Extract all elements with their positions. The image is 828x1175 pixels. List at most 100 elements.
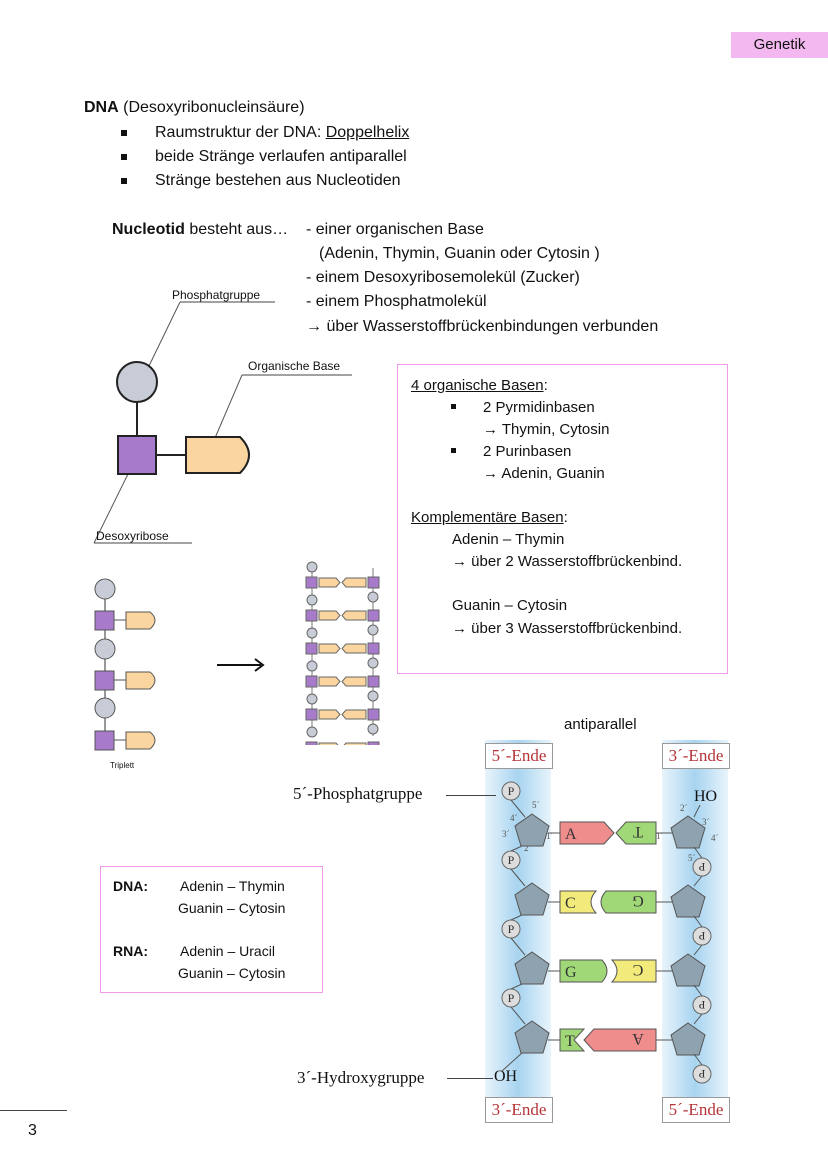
- basen-b2: 2 Purinbasen: [450, 443, 572, 460]
- sugar-square: [117, 435, 157, 475]
- base-letter-right: A: [632, 1030, 644, 1047]
- label-organische-base: Organische Base: [248, 359, 341, 373]
- small-phosphate-left: [306, 561, 318, 573]
- base-letter-right: G: [632, 892, 644, 909]
- basen-b2-sub: → Adenin, Guanin: [483, 465, 605, 482]
- sugar-left: [514, 813, 550, 847]
- small-phosphate-right: [367, 591, 379, 603]
- base-letter-right: C: [633, 961, 644, 978]
- nucleotid-bold: Nucleotid: [112, 221, 185, 238]
- rna-line-2: Guanin – Cytosin: [178, 965, 286, 981]
- small-base-right: [343, 742, 367, 745]
- arrow-icon: [217, 658, 265, 672]
- carbon-number-right: 4´: [711, 833, 719, 843]
- phosphate-p-right-text: P: [698, 860, 705, 874]
- small-base-left: [318, 742, 339, 745]
- nucleotide-diagram: [93, 301, 352, 544]
- small-sugar-left: [305, 609, 318, 622]
- small-sugar-right: [367, 609, 380, 622]
- sugar-left: [514, 882, 550, 916]
- nucleotid-rest: besteht aus…: [184, 221, 289, 238]
- sugar-left: [514, 951, 550, 985]
- base-left: [559, 1028, 586, 1052]
- carbon-number: 5´: [532, 800, 540, 810]
- end-5-bottom: 5´-Ende: [662, 1097, 730, 1123]
- sugar-right: [670, 815, 706, 849]
- base-letter-left: T: [565, 1033, 575, 1050]
- small-sugar-right: [367, 675, 380, 688]
- sugar-right: [670, 884, 706, 918]
- dna-point-3: Stränge bestehen aus Nucleotiden: [121, 172, 401, 189]
- label-triplett: Triplett: [110, 761, 135, 770]
- basen-heading-text: 4 organische Basen: [411, 377, 544, 394]
- dna-heading-bold: DNA: [84, 99, 119, 116]
- base-letter-left: A: [565, 826, 577, 843]
- small-sugar-right: [367, 576, 380, 589]
- label-phosphatgruppe: Phosphatgruppe: [172, 288, 261, 302]
- small-sugar-left: [305, 741, 318, 745]
- carbon-number: 4´: [510, 813, 518, 823]
- komplementaer-heading: Komplementäre Basen:: [411, 508, 568, 527]
- rna-label: RNA:: [113, 943, 148, 959]
- small-base-left: [318, 676, 341, 687]
- antiparallel-title: antiparallel: [564, 716, 637, 733]
- base-shape: [185, 436, 250, 474]
- dna-line-2: Guanin – Cytosin: [178, 900, 286, 916]
- small-phosphate-left: [306, 660, 318, 672]
- carbon-number-right: 5´: [688, 853, 696, 863]
- komplementaer-heading-text: Komplementäre Basen: [411, 509, 564, 526]
- small-phosphate-left: [306, 627, 318, 639]
- small-sugar-left: [305, 675, 318, 688]
- base-letter-left: C: [565, 895, 576, 912]
- end-5-top: 5´-Ende: [485, 743, 553, 769]
- small-base-left: [318, 577, 341, 588]
- phosphate-circle: [116, 361, 158, 403]
- nucleotid-heading: Nucleotid besteht aus…: [112, 220, 288, 240]
- small-phosphate-right: [367, 690, 379, 702]
- small-base-right: [341, 577, 367, 588]
- hydroxy-group-label: 3´-Hydroxygruppe: [297, 1068, 425, 1087]
- pair-2: Guanin – Cytosin: [452, 597, 568, 614]
- phosphate-p-text: P: [508, 853, 515, 867]
- subject-tag: Genetik: [731, 32, 828, 58]
- dna-line-1: Adenin – Thymin: [180, 878, 285, 894]
- small-phosphate-left: [306, 594, 318, 606]
- sugar-left: [514, 1020, 550, 1054]
- doppelhelix-link[interactable]: Doppelhelix: [325, 124, 410, 141]
- sugar-right: [670, 1022, 706, 1056]
- pair-1: Adenin – Thymin: [452, 531, 565, 548]
- small-base-left: [318, 643, 341, 654]
- base-left: [559, 959, 608, 983]
- phosphate-p-text: P: [508, 922, 515, 936]
- small-phosphate-right: [367, 657, 379, 669]
- footer-rule: [0, 1110, 67, 1111]
- dna-point-1-text: Raumstruktur der DNA:: [155, 124, 326, 141]
- base-left: [559, 890, 598, 914]
- oh-label: OH: [494, 1068, 518, 1085]
- small-sugar-left: [305, 708, 318, 721]
- dna-heading: DNA (Desoxyribonucleinsäure): [84, 98, 305, 118]
- basen-heading: 4 organische Basen:: [411, 376, 548, 395]
- small-base-left: [318, 610, 341, 621]
- nucleotid-item-5: → über Wasserstoffbrückenbindungen verbu…: [306, 318, 659, 335]
- base-letter-left: G: [565, 964, 577, 981]
- small-base-right: [341, 610, 367, 621]
- base-letter-right: T: [633, 823, 643, 840]
- page-number: 3: [28, 1122, 37, 1139]
- phosphat-group-label: 5´-Phosphatgruppe: [293, 784, 423, 803]
- small-base-right: [341, 709, 367, 720]
- carbon-number: 2´: [524, 843, 532, 853]
- base-right: [610, 959, 657, 983]
- phosphate-p-right-text: P: [698, 929, 705, 943]
- small-sugar-left: [305, 576, 318, 589]
- carbon-number: 1´: [546, 831, 554, 841]
- dna-point-1: Raumstruktur der DNA: Doppelhelix: [120, 123, 410, 143]
- small-base-right: [341, 676, 367, 687]
- pair-1-sub: → über 2 Wasserstoffbrückenbind.: [452, 553, 683, 570]
- base-right: [615, 821, 657, 845]
- base-right: [600, 890, 657, 914]
- phosphate-p-text: P: [508, 991, 515, 1005]
- nucleotid-item-2: (Adenin, Thymin, Guanin oder Cytosin ): [319, 245, 600, 262]
- small-phosphate-right: [367, 624, 379, 636]
